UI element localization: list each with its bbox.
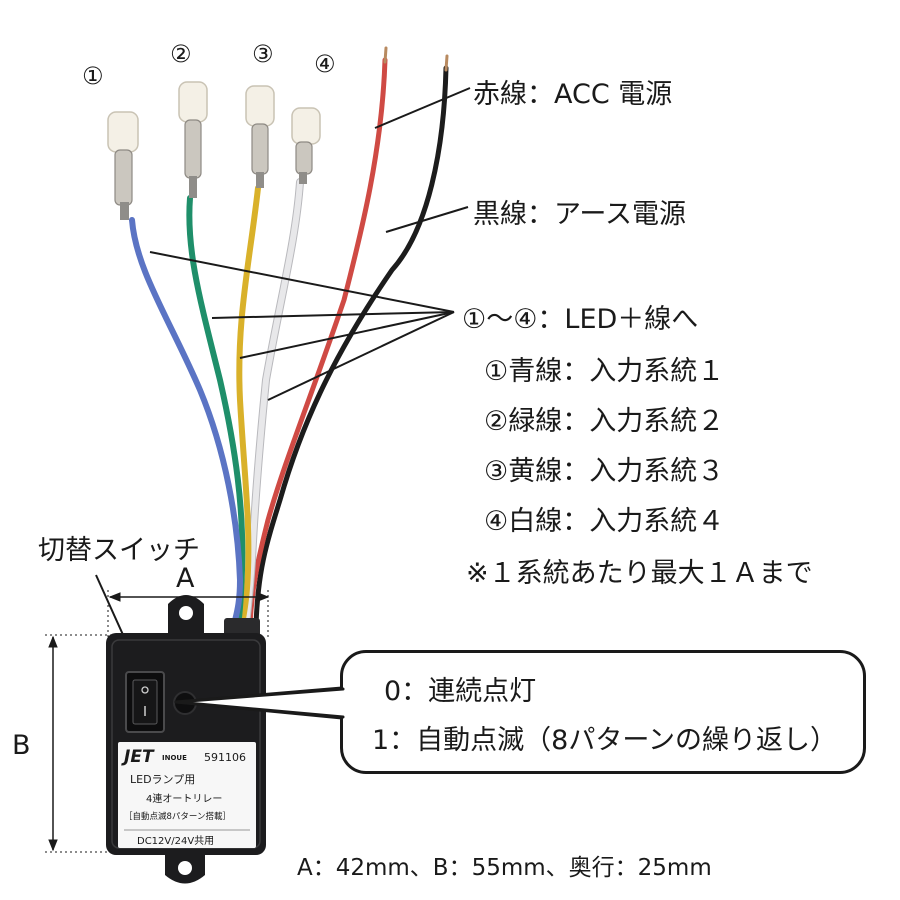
mounting-tab-bottom xyxy=(165,850,205,884)
leader-black xyxy=(385,206,469,233)
part-number: 591106 xyxy=(204,751,246,764)
switch-mode-callout xyxy=(340,650,866,774)
blue-wire-label: ①青線：入力系統１ xyxy=(484,356,725,387)
green-wire-label: ②緑線：入力系統２ xyxy=(484,406,725,437)
product-line-2: 4連オートリレー xyxy=(146,794,223,805)
terminal-1 xyxy=(107,111,139,220)
wire-black-tip xyxy=(444,54,449,72)
terminal-2 xyxy=(178,81,208,198)
rocker-switch[interactable] xyxy=(125,671,165,733)
dim-b-arrow-bottom xyxy=(48,839,58,852)
wire-black xyxy=(253,65,449,628)
brand-logo: JET xyxy=(124,747,154,767)
terminal-3 xyxy=(245,85,275,188)
brand-sub: INOUE xyxy=(162,754,187,762)
wire-red-tip xyxy=(383,46,388,64)
terminal-4 xyxy=(291,107,321,184)
leader-white xyxy=(267,311,455,401)
leader-blue xyxy=(149,251,455,313)
connector-number-3: ③ xyxy=(252,40,274,68)
leader-lines xyxy=(95,87,471,669)
connector-number-2: ② xyxy=(170,40,192,68)
leader-yellow xyxy=(239,311,455,359)
black-wire-label: 黒線：アース電源 xyxy=(473,199,687,230)
switch-mode-1: 1：自動点滅（8パターンの繰り返し） xyxy=(372,725,838,756)
connector-number-4: ④ xyxy=(314,50,336,78)
dimension-b-label: B xyxy=(12,730,31,761)
white-wire-label: ④白線：入力系統４ xyxy=(484,506,725,537)
connector-number-1: ① xyxy=(82,62,104,90)
switch-mode-0: 0：連続点灯 xyxy=(384,676,537,707)
yellow-wire-label: ③黄線：入力系統３ xyxy=(484,456,725,487)
wire-blue xyxy=(129,217,244,628)
dim-a-arrow-right xyxy=(257,592,270,602)
wire-group xyxy=(129,46,449,629)
wire-yellow xyxy=(236,185,261,628)
led-plus-label: ①〜④：LED＋線へ xyxy=(462,304,699,335)
wire-white xyxy=(243,179,303,628)
dimension-lines xyxy=(45,590,270,853)
product-line-3: ［自動点滅8パターン搭載］ xyxy=(124,812,231,822)
dimension-a-label: A xyxy=(176,563,195,594)
leader-green xyxy=(211,311,455,319)
dim-b-arrow-top xyxy=(48,635,58,648)
wire-red xyxy=(247,57,388,628)
product-line-1: LEDランプ用 xyxy=(130,773,196,786)
terminals xyxy=(107,81,321,220)
leader-red xyxy=(374,87,471,129)
switch-label: 切替スイッチ xyxy=(38,535,200,566)
product-line-4: DC12V/24V共用 xyxy=(137,836,215,847)
current-limit-note: ※１系統あたり最大１Ａまで xyxy=(466,558,813,589)
mounting-tab-top xyxy=(168,595,204,636)
product-sticker xyxy=(118,742,256,848)
red-wire-label: 赤線：ACC 電源 xyxy=(473,79,673,110)
dimensions-text: A：42mm、B：55mm、奥行：25mm xyxy=(297,855,712,881)
dim-a-arrow-left xyxy=(108,592,121,602)
